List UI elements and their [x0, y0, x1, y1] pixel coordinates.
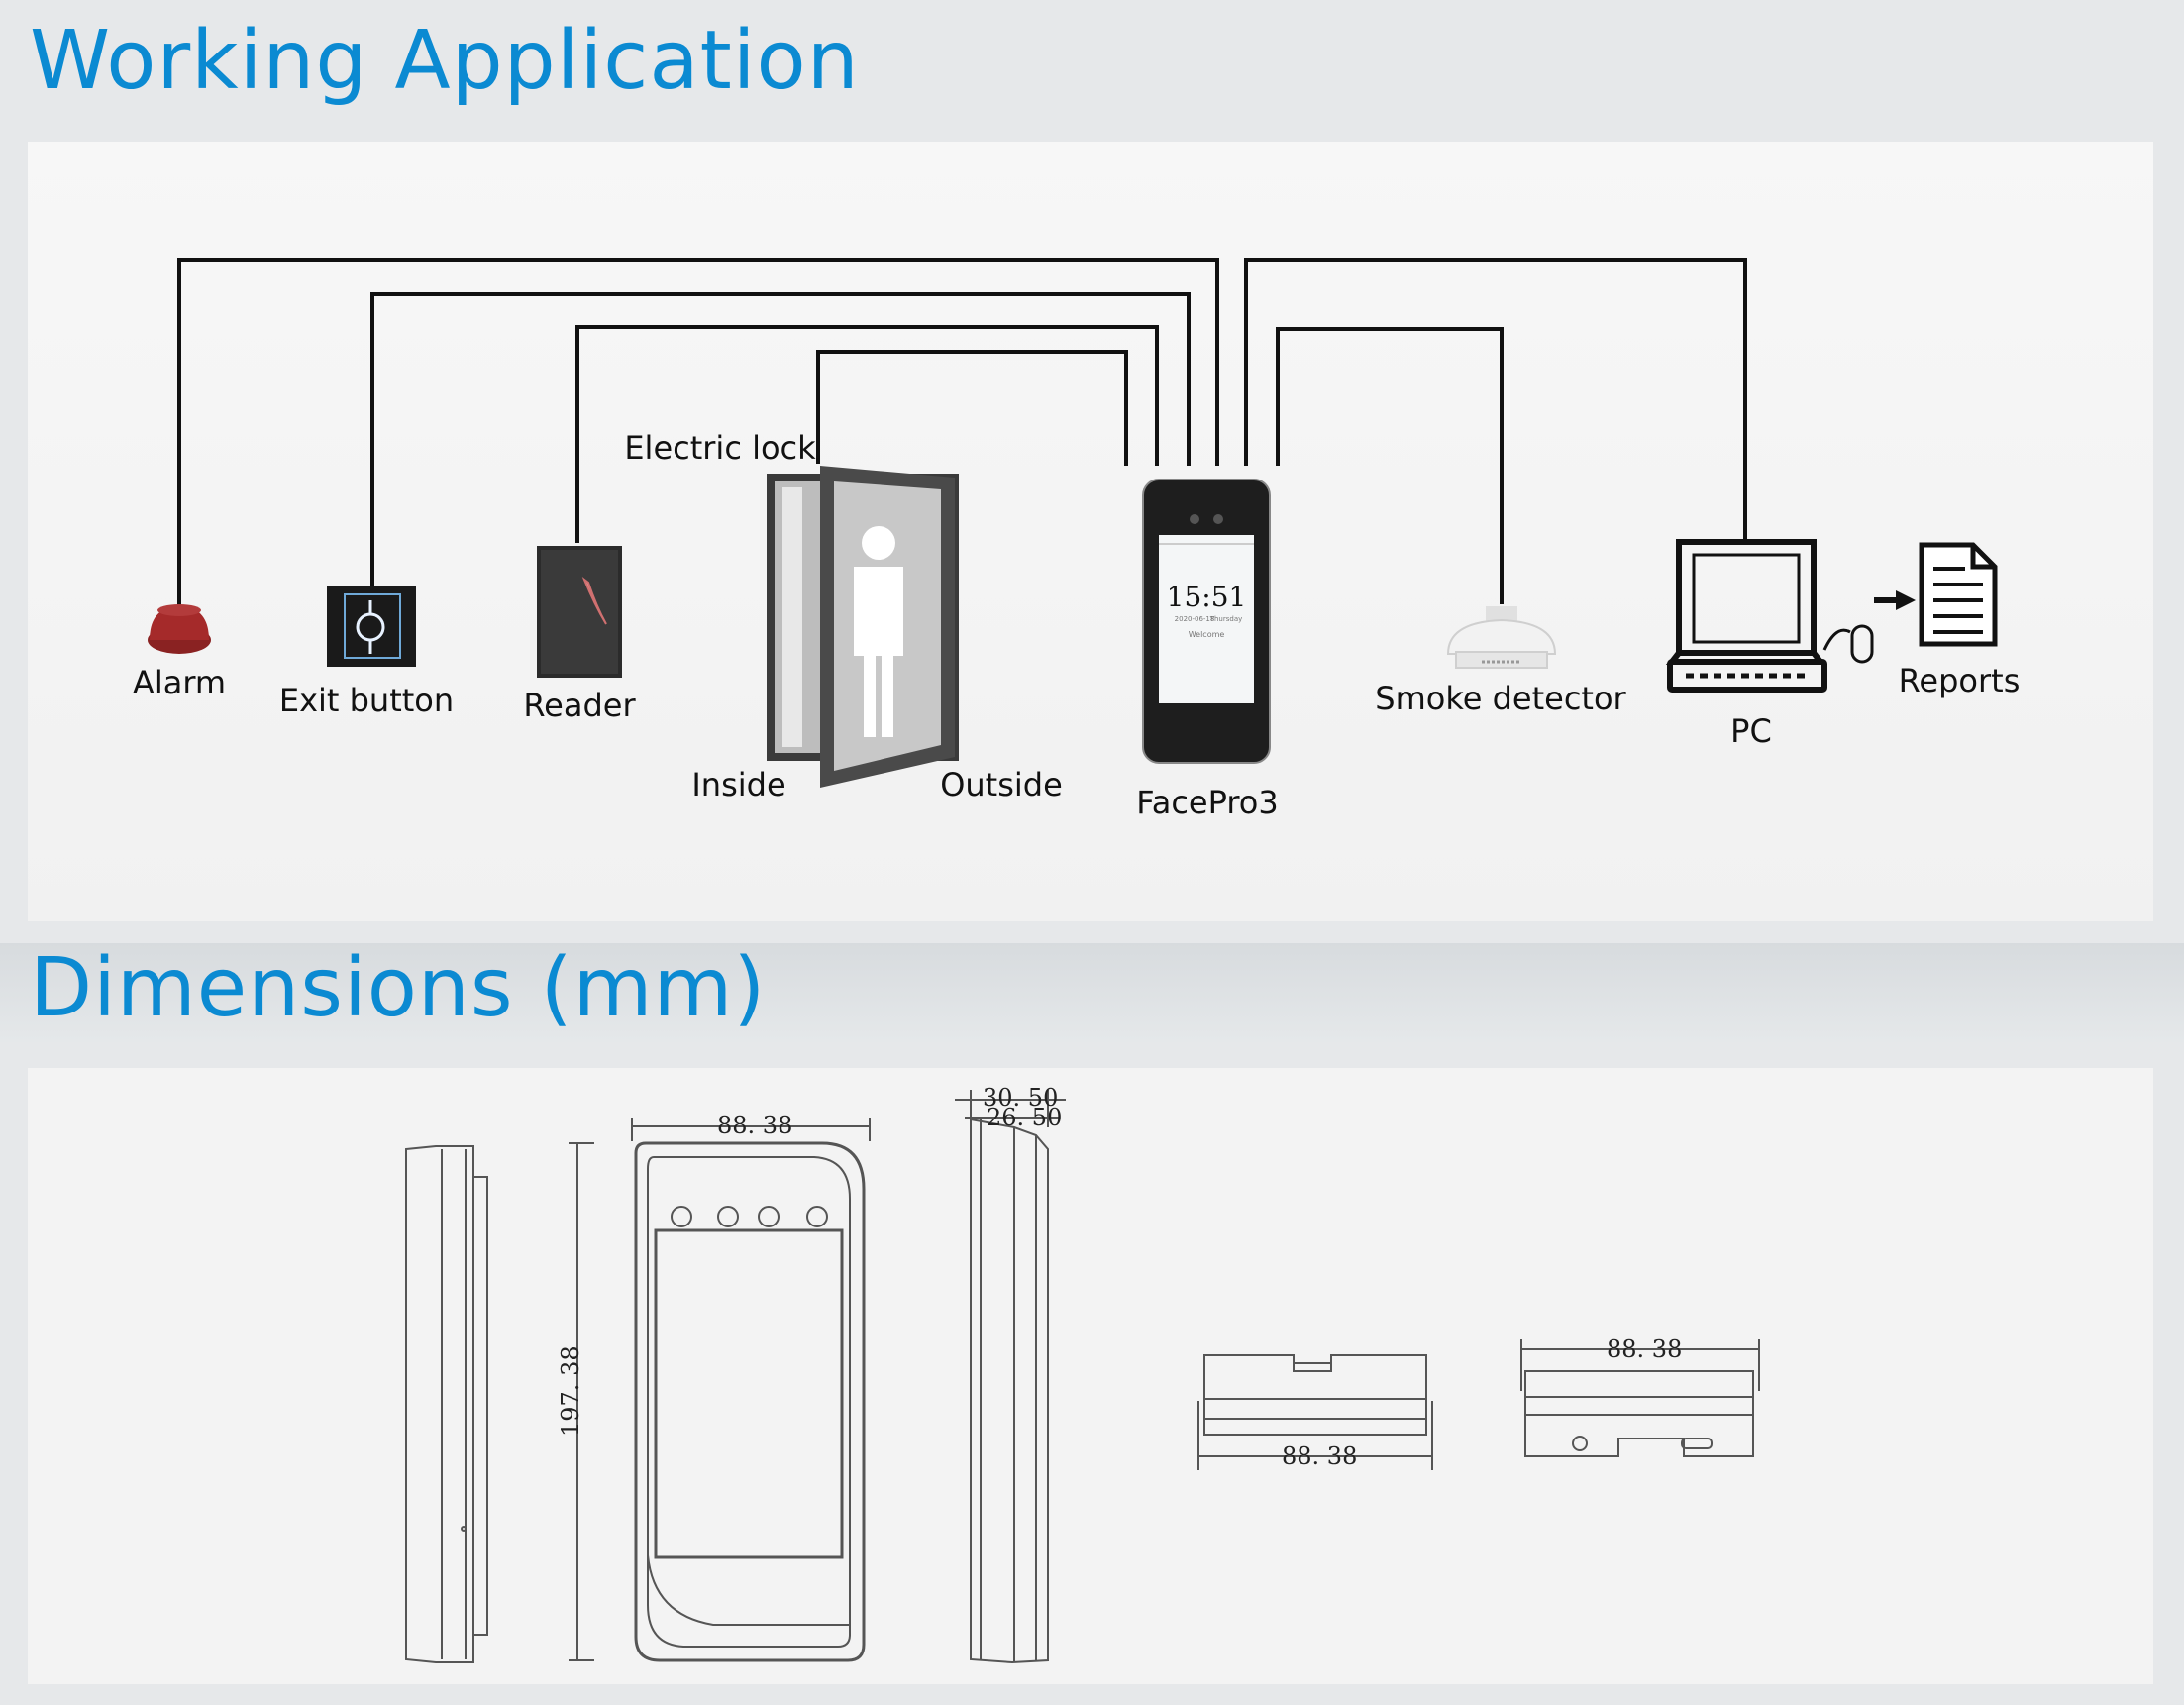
pc-icon [1665, 539, 1874, 693]
dim-depth-body: 26. 50 [987, 1104, 1063, 1131]
label-inside: Inside [691, 766, 786, 803]
label-facepro3: FacePro3 [1136, 784, 1279, 821]
dimensions-panel [28, 1068, 2153, 1684]
wire-pc [1244, 258, 1747, 540]
facepro3-device-icon [1142, 479, 1271, 764]
section-band [0, 943, 2184, 1042]
label-smoke-detector: Smoke detector [1375, 680, 1626, 717]
label-reader: Reader [523, 687, 636, 724]
wire-alarm [177, 258, 1219, 609]
wiring [177, 258, 1747, 609]
alarm-icon [148, 604, 211, 654]
working-application-title: Working Application [30, 14, 860, 108]
wire-electric-lock [816, 350, 1128, 466]
screen-day: Thursday [1209, 615, 1243, 623]
bottom-view [1197, 1354, 1433, 1470]
arrow-to-reports-icon [1874, 590, 1916, 610]
label-outside: Outside [940, 766, 1063, 803]
exit-button-icon [327, 586, 416, 667]
wire-reader [575, 325, 1159, 543]
working-application-panel [28, 142, 2153, 921]
front-view [569, 1118, 871, 1662]
dim-depth-total: 30. 50 [983, 1084, 1059, 1112]
label-exit-button: Exit button [278, 682, 455, 719]
label-pc: PC [1730, 712, 1772, 750]
reader-icon [537, 546, 622, 678]
wire-smoke-detector [1276, 327, 1504, 604]
reports-document-icon [1919, 542, 1998, 647]
dimensions-title: Dimensions (mm) [30, 941, 767, 1035]
dimension-drawings [405, 1090, 1760, 1664]
label-reports: Reports [1898, 662, 2021, 699]
screen-date: 2020-06-18 [1174, 615, 1215, 623]
dim-height: 197. 38 [557, 1345, 584, 1437]
side-view-left [405, 1145, 488, 1663]
screen-time: 15:51 [1166, 581, 1247, 613]
dim-bottom-width: 88. 38 [1282, 1442, 1358, 1470]
dim-front-width: 88. 38 [717, 1112, 793, 1139]
label-alarm: Alarm [132, 664, 227, 701]
top-view [1520, 1339, 1760, 1457]
wire-exit-button [370, 292, 1191, 589]
door-icon [767, 466, 959, 788]
side-view-right [955, 1090, 1066, 1664]
dim-top-width: 88. 38 [1607, 1335, 1683, 1363]
smoke-detector-icon [1446, 606, 1557, 669]
label-electric-lock: Electric lock [624, 429, 816, 467]
screen-welcome: Welcome [1188, 630, 1225, 639]
